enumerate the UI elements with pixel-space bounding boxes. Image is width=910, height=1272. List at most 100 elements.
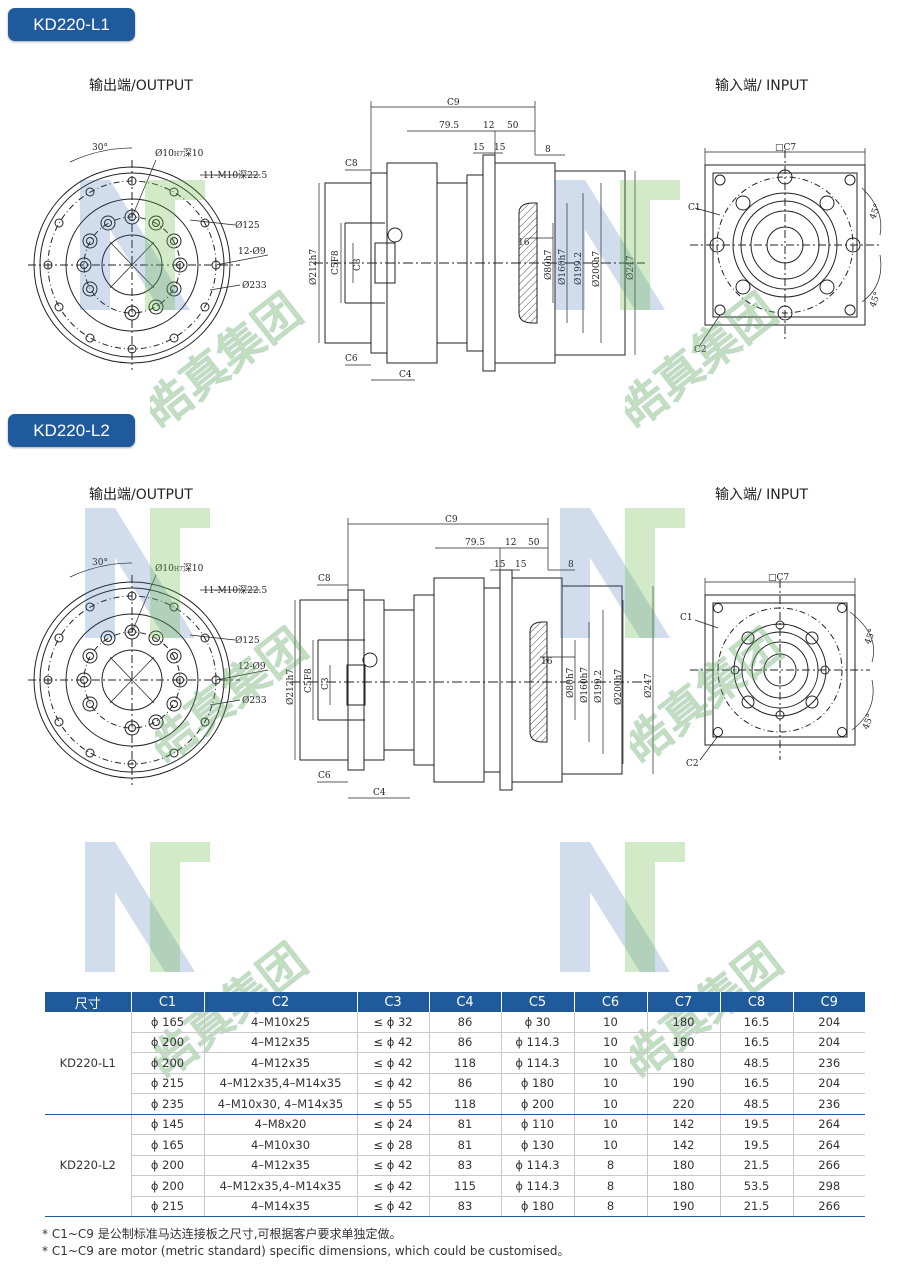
header-c1: C1 [131, 992, 205, 1012]
table-cell: 10 [574, 1052, 648, 1074]
table-cell: 118 [429, 1093, 502, 1115]
table-cell: 266 [793, 1155, 865, 1176]
table-cell: 8 [574, 1196, 648, 1217]
dim-12: 12 [483, 121, 494, 131]
output-flange-drawing-l1: 30° Ø10H7深10 11-M10深22.5 Ø125 12-Ø9 Ø233 [28, 143, 269, 370]
table-cell: 115 [429, 1175, 502, 1197]
input-label-l2: 输入端/ INPUT [715, 487, 809, 503]
d160-dim: Ø160h7 [579, 667, 590, 703]
angle-label: 30° [92, 558, 108, 568]
model-cell-l1: KD220-L1 [45, 1012, 132, 1115]
c2-dim: C2 [686, 759, 699, 769]
side-view-drawing-l2: C9 79.5 12 50 15 15 8 C8 C6 C4 Ø212h7 C5… [285, 515, 654, 799]
header-c4: C4 [429, 992, 502, 1012]
table-cell: ≤ ϕ 42 [357, 1032, 430, 1053]
dim-50: 50 [528, 538, 540, 548]
table-cell: 4–M14x35 [204, 1196, 358, 1217]
dim-50: 50 [507, 121, 519, 131]
dim-8: 8 [545, 145, 551, 155]
bolt-holes-outer [43, 176, 221, 354]
holes-label: 12-Ø9 [238, 246, 266, 257]
d247-dim: Ø247 [625, 255, 636, 280]
table-cell: ≤ ϕ 32 [357, 1012, 430, 1033]
header-c5: C5 [501, 992, 575, 1012]
table-cell: 118 [429, 1052, 502, 1074]
table-cell: 180 [647, 1175, 721, 1197]
output-flange-drawing-l2: 30° Ø10H7深10 11-M10深22.5 Ø125 12-Ø9 Ø233 [28, 558, 269, 785]
output-label-l1: 输出端/OUTPUT [89, 78, 193, 94]
c2-dim: C2 [694, 345, 707, 355]
table-cell: 10 [574, 1073, 648, 1094]
mount-holes [709, 169, 861, 321]
output-label-l2: 输出端/OUTPUT [89, 487, 193, 503]
dim-79-5: 79.5 [465, 538, 485, 548]
holes-label: 12-Ø9 [238, 661, 266, 672]
table-cell: 4–M12x35 [204, 1052, 358, 1074]
pcd2-label: Ø233 [242, 280, 267, 291]
table-cell: 19.5 [720, 1134, 794, 1156]
d80-dim: Ø80h7 [543, 249, 554, 280]
table-cell: ≤ ϕ 55 [357, 1093, 430, 1115]
table-cell: 4–M10x30, 4–M14x35 [204, 1093, 358, 1115]
c4-dim: C4 [373, 788, 386, 798]
table-cell: 236 [793, 1093, 865, 1115]
d200-dim: Ø200h7 [591, 251, 602, 287]
pcd1-label: Ø125 [235, 220, 260, 231]
table-cell: ≤ ϕ 28 [357, 1134, 430, 1156]
c3-dim: C3 [353, 258, 363, 271]
c7-dim: □C7 [768, 573, 789, 583]
table-cell: 180 [647, 1155, 721, 1176]
dim-12: 12 [505, 538, 516, 548]
table-cell: ϕ 165 [131, 1012, 205, 1033]
d247-dim: Ø247 [643, 673, 654, 698]
table-cell: ϕ 200 [131, 1155, 205, 1176]
c5-dim: C5F8 [331, 250, 341, 275]
table-cell: 236 [793, 1052, 865, 1074]
table-cell: 48.5 [720, 1052, 794, 1074]
table-cell: 16.5 [720, 1032, 794, 1053]
section-title-l1: KD220-L1 [8, 8, 135, 41]
dimension-table: 尺寸 C1 C2 C3 C4 C5 C6 C7 C8 C9 KD220-L1 ϕ… [45, 992, 865, 1217]
table-cell: 8 [574, 1175, 648, 1197]
hole-label: Ø10H7深10 [155, 563, 204, 574]
table-cell: 21.5 [720, 1196, 794, 1217]
table-cell: 10 [574, 1012, 648, 1033]
table-cell: 220 [647, 1093, 721, 1115]
header-c2: C2 [204, 992, 358, 1012]
table-cell: 16.5 [720, 1012, 794, 1033]
angle-45a: 45° [868, 203, 883, 221]
header-c3: C3 [357, 992, 430, 1012]
table-cell: 48.5 [720, 1093, 794, 1115]
table-cell: 190 [647, 1073, 721, 1094]
dim-15b: 15 [515, 560, 527, 570]
table-row: ϕ 165 4–M10x30 ≤ ϕ 28 81 ϕ 130 10 142 19… [45, 1134, 865, 1156]
angle-label: 30° [92, 143, 108, 153]
table-row: KD220-L1 ϕ 165 4–M10x25 ≤ ϕ 32 86 ϕ 30 1… [45, 1012, 865, 1115]
dim-15b: 15 [494, 143, 506, 153]
c8-dim: C8 [345, 159, 358, 169]
table-row: ϕ 215 4–M12x35,4–M14x35 ≤ ϕ 42 86 ϕ 180 … [45, 1073, 865, 1094]
watermark-logo [560, 842, 700, 996]
bolt-holes-inner [76, 209, 188, 321]
table-cell: 180 [647, 1052, 721, 1074]
table-cell: 83 [429, 1196, 502, 1217]
input-flange-drawing-l2: □C7 C1 C2 45° 45° [680, 573, 878, 769]
footnote-en: * C1~C9 are motor (metric standard) spec… [42, 1244, 570, 1258]
table-cell: 86 [429, 1073, 502, 1094]
section-title-l2: KD220-L2 [8, 414, 135, 447]
c1-dim: C1 [680, 613, 693, 623]
table-cell: 204 [793, 1032, 865, 1053]
table-cell: ≤ ϕ 42 [357, 1073, 430, 1094]
table-cell: 4–M12x35 [204, 1155, 358, 1176]
angle-45b: 45° [861, 713, 876, 731]
thread-label: 11-M10深22.5 [203, 585, 267, 596]
d80-dim: Ø80h7 [565, 667, 576, 698]
table-cell: 298 [793, 1175, 865, 1197]
table-cell: 21.5 [720, 1155, 794, 1176]
table-row: ϕ 215 4–M14x35 ≤ ϕ 42 83 ϕ 180 8 190 21.… [45, 1196, 865, 1217]
table-cell: 204 [793, 1012, 865, 1033]
table-cell: 190 [647, 1196, 721, 1217]
table-cell: ≤ ϕ 42 [357, 1052, 430, 1074]
table-cell: 142 [647, 1114, 721, 1135]
table-cell: ≤ ϕ 42 [357, 1175, 430, 1197]
